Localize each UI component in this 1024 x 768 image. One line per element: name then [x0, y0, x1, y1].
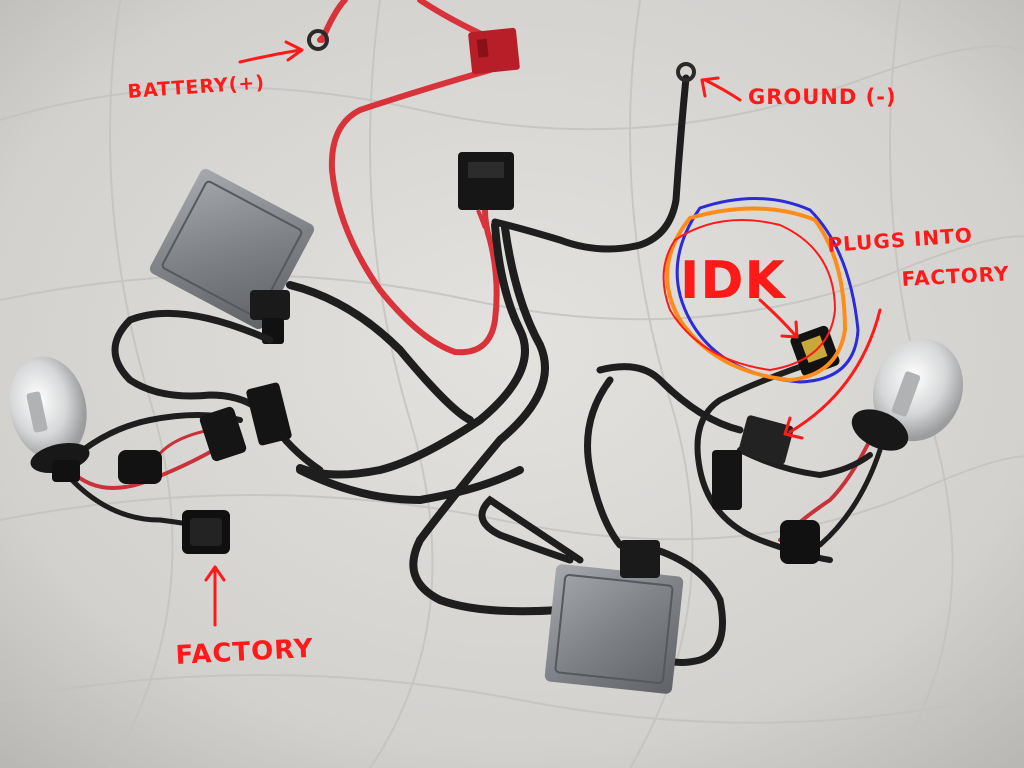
plugs-arrow-icon: [783, 308, 882, 440]
factory-arrow-icon: [204, 565, 226, 627]
main-harness: [286, 221, 564, 616]
right-hid-bulb: [851, 338, 964, 451]
lower-ballast-wires: [478, 363, 744, 666]
ground-ring-terminal: [676, 62, 696, 82]
idk-red-circle: [662, 219, 837, 372]
ground-arrow-icon: [700, 76, 742, 102]
left-connectors: [118, 382, 292, 484]
relay: [458, 152, 514, 229]
left-factory-plug: [182, 510, 230, 554]
left-hid-bulb: [9, 356, 90, 482]
battery-arrow-icon: [238, 40, 304, 64]
idk-orange-circle: [665, 206, 848, 383]
idk-label: IDK: [680, 251, 787, 311]
lower-ballast: [544, 540, 684, 694]
plugs-factory-label: FACTORY: [901, 261, 1010, 291]
idk-arrow-icon: [758, 298, 799, 339]
annotation-arrows: [204, 40, 882, 627]
ground-wire: [491, 74, 690, 253]
ground-label: GROUND (-): [748, 85, 897, 109]
factory-label: FACTORY: [175, 634, 315, 671]
fuse-holder: [468, 27, 520, 75]
idk-blue-circle: [675, 196, 860, 384]
battery-ring-terminal: [307, 29, 329, 51]
upper-ballast: [149, 168, 315, 344]
right-bulb-harness: [694, 357, 883, 563]
